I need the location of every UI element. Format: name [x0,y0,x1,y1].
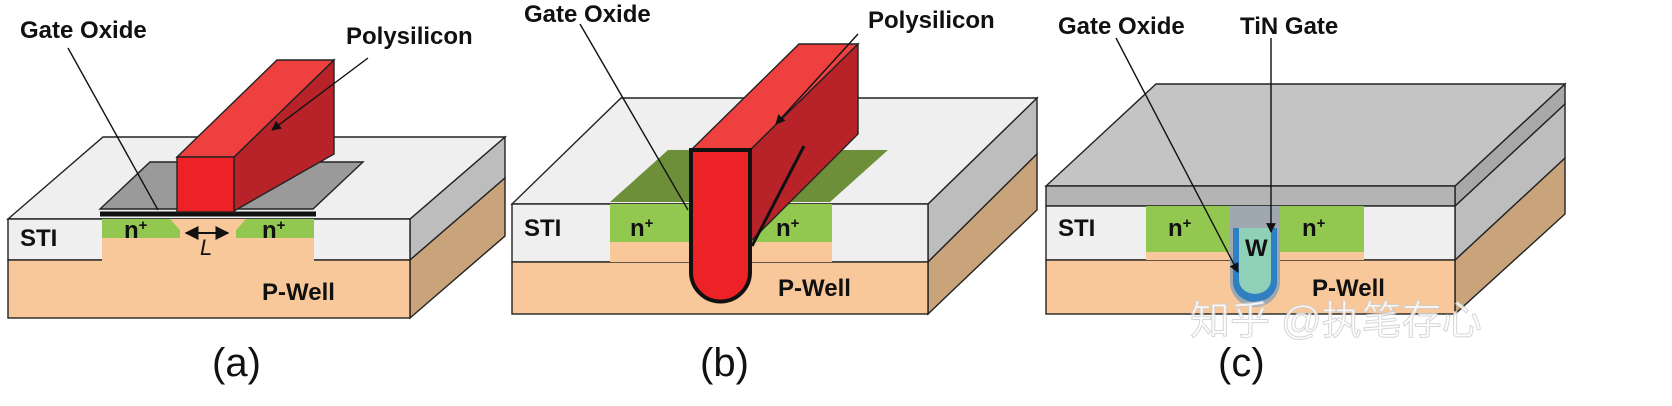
n-plus-left-label: n+ [124,217,148,244]
gate-oxide-label: Gate Oxide [20,17,147,44]
sti-label: STI [20,225,57,252]
caption-b: (b) [700,341,749,385]
tin-gate-label: TiN Gate [1240,13,1338,40]
caption-c: (c) [1218,341,1265,385]
pwell-label: P-Well [778,275,851,302]
n-plus-left-region [1146,206,1232,252]
gate-oxide-line [750,145,806,247]
metal-plate-front [1045,185,1456,207]
pwell-label: P-Well [1312,275,1385,302]
gate-oxide-leader [579,23,689,211]
sti-label: STI [524,215,561,242]
polysilicon-front [176,156,235,213]
polysilicon-label: Polysilicon [346,23,473,50]
gate-oxide-label: Gate Oxide [524,1,651,28]
polysilicon-label: Polysilicon [868,7,995,34]
n-plus-left-label: n+ [630,215,654,242]
panel-a-planar-mosfet: Gate Oxide Polysilicon STI n+ n+ L P-Wel… [6,17,507,385]
n-plus-left-region [102,219,180,238]
n-plus-right-label: n+ [776,215,800,242]
length-label: L [200,235,212,260]
panel-b-recessed-channel-mosfet: Gate Oxide Polysilicon STI n+ n+ P-Well … [510,1,1039,385]
n-plus-left-label: n+ [1168,215,1192,242]
n-plus-right-label: n+ [262,217,286,244]
gate-oxide-leader [67,47,159,211]
pwell-front-face [7,259,411,319]
polysilicon-leader [775,33,859,125]
sti-label: STI [1058,215,1095,242]
gate-oxide-leader [1115,37,1239,273]
n-plus-right-region [1278,206,1364,252]
caption-a: (a) [212,341,261,385]
panel-c-buried-gate-mosfet: Gate Oxide TiN Gate STI n+ n+ W P-Well (… [1044,13,1567,385]
pwell-label: P-Well [262,279,335,306]
gate-oxide-label: Gate Oxide [1058,13,1185,40]
n-plus-right-label: n+ [1302,215,1326,242]
tungsten-fill [1239,228,1271,294]
watermark: 知乎 @执笔存心 [1190,299,1482,343]
polysilicon-front [689,148,752,304]
n-plus-right-region [236,219,314,238]
n-plus-left-region [610,204,690,242]
tungsten-label: W [1245,235,1268,262]
polysilicon-leader [271,57,369,131]
